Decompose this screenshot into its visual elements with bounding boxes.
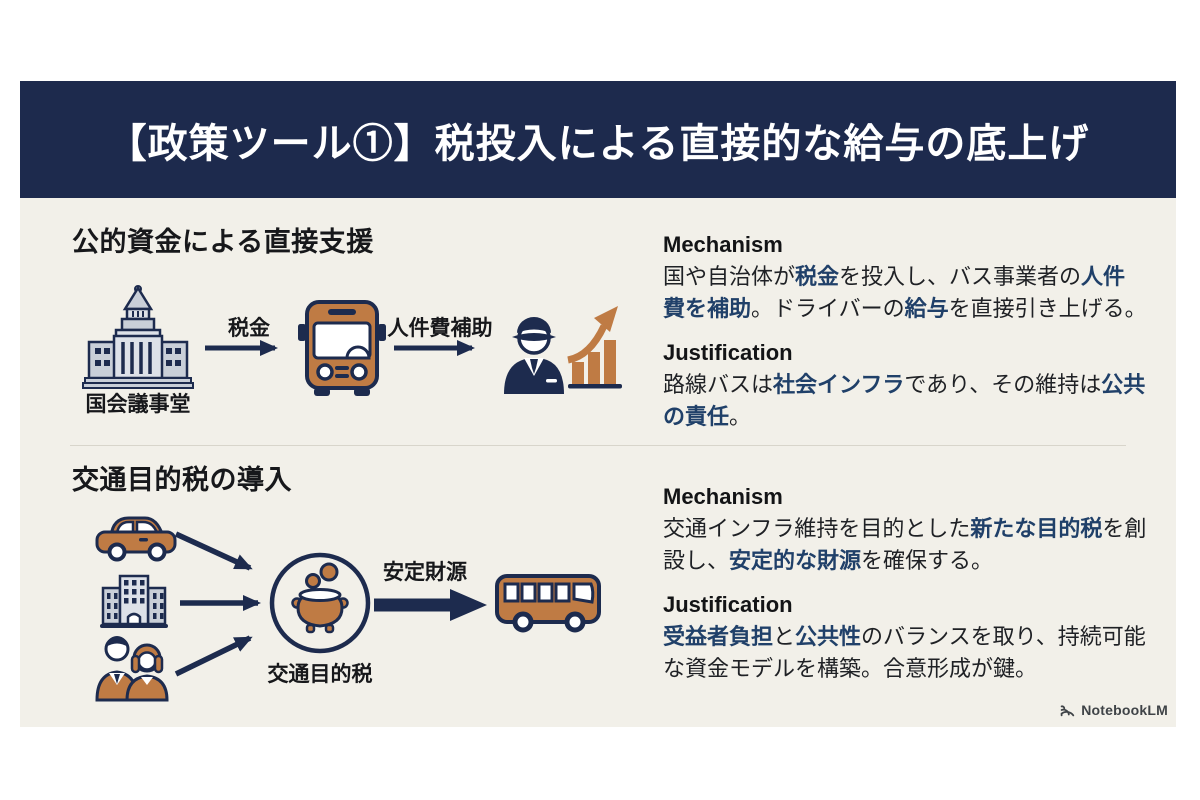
tax-pot-icon (269, 552, 371, 654)
bus-side-icon (495, 574, 601, 633)
bus-driver-icon (504, 317, 564, 394)
growth-chart-icon (567, 306, 622, 389)
bus-front-icon (298, 300, 386, 396)
subsidy-arrow-label: 人件費補助 (387, 317, 493, 340)
justification-heading: Justification (663, 592, 793, 617)
converging-arrows-icon (174, 531, 261, 677)
diet-building-label: 国会議事堂 (85, 393, 191, 416)
mechanism-paragraph: 国や自治体が税金を投入し、バス事業者の人件費を補助。ドライバーの給与を直接引き上… (663, 264, 1147, 321)
section2-heading: 交通目的税の導入 (72, 465, 292, 495)
arrow-right-icon (394, 340, 475, 356)
slide-header: 【政策ツール①】税投入による直接的な給与の底上げ (20, 81, 1176, 198)
office-building-icon (100, 574, 168, 628)
bus-driver-and-chart-icon (504, 306, 622, 394)
stable-funds-arrow-label: 安定財源 (383, 561, 467, 584)
tax-pot-label: 交通目的税 (267, 663, 373, 686)
justification-paragraph: 受益者負担と公共性のバランスを取り、持続可能な資金モデルを構築。合意形成が鍵。 (663, 624, 1146, 681)
section1-heading: 公的資金による直接支援 (72, 227, 374, 257)
mechanism-paragraph: 交通インフラ維持を目的とした新たな目的税を創設し、安定的な財源を確保する。 (663, 516, 1147, 573)
section1-text: Mechanism 国や自治体が税金を投入し、バス事業者の人件費を補助。ドライバ… (663, 232, 1168, 448)
notebooklm-logo-icon (1060, 705, 1075, 717)
slide-title: 【政策ツール①】税投入による直接的な給与の底上げ (106, 120, 1090, 166)
car-icon (95, 516, 177, 562)
notebooklm-brand-label: NotebookLM (1081, 702, 1168, 718)
section2-text: Mechanism 交通インフラ維持を目的とした新たな目的税を創設し、安定的な財… (663, 484, 1168, 700)
notebooklm-brand: NotebookLM (1058, 702, 1168, 718)
section-divider (70, 445, 1126, 446)
arrow-right-icon (205, 340, 278, 356)
slide-body: 公的資金による直接支援 (20, 198, 1176, 727)
justification-paragraph: 路線バスは社会インフラであり、その維持は公共の責任。 (663, 372, 1146, 429)
mechanism-heading: Mechanism (663, 484, 783, 509)
justification-heading: Justification (663, 340, 793, 365)
thick-arrow-right-icon (374, 589, 487, 621)
slide: 【政策ツール①】税投入による直接的な給与の底上げ 公的資金による直接支援 (20, 81, 1176, 727)
mechanism-heading: Mechanism (663, 232, 783, 257)
citizens-icon (95, 636, 169, 702)
diet-building-icon (82, 285, 194, 389)
tax-arrow-label: 税金 (228, 317, 270, 340)
